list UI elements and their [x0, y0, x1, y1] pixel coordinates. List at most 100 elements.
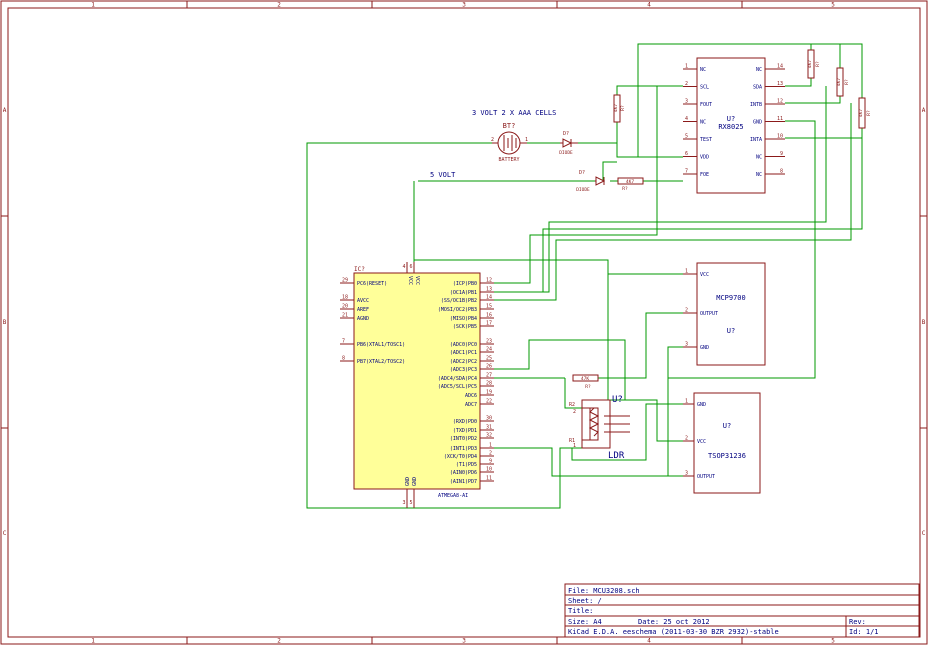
wire-ldr-top — [564, 378, 582, 409]
pin-number: 21 — [342, 313, 348, 319]
resistor-ref: R? — [585, 384, 591, 390]
row-label: C — [3, 530, 7, 537]
pin-name: (MISO)PB4 — [450, 316, 477, 322]
wire-ldr-bottom — [571, 403, 683, 461]
pin-number: 2 — [685, 81, 688, 87]
pin-name: VCC — [414, 276, 420, 285]
pin-number: 5 — [409, 500, 412, 506]
pin-number: 7 — [685, 169, 688, 175]
pin-number: 10 — [486, 467, 492, 473]
diode-2: D? DIODE — [576, 170, 606, 193]
pin-name: GND — [753, 120, 762, 126]
title-sheet: Sheet: / — [568, 597, 602, 605]
pin-number: 28 — [486, 381, 492, 387]
pin-number: 18 — [342, 295, 348, 301]
pin-number: 2 — [489, 451, 492, 457]
ir-ref: U? — [723, 422, 731, 430]
pin-number: 6 — [409, 264, 412, 270]
pin-number: 3 — [685, 471, 688, 477]
column-label: 4 — [647, 2, 651, 9]
pin-name: NC — [700, 67, 706, 73]
resistor-value: 4K7 — [613, 104, 619, 112]
pin-number: 23 — [486, 339, 492, 345]
pin: 28(ADC5/SCL)PC5 — [438, 381, 494, 390]
pin-name: AVCC — [357, 298, 369, 304]
pin-number: 20 — [342, 304, 348, 310]
pin-name: (AIN0)PD6 — [450, 470, 477, 476]
pin-number: 30 — [486, 416, 492, 422]
resistor-ref: R? — [844, 79, 850, 85]
pin-number: 1 — [685, 269, 688, 275]
pin-name: GND — [697, 402, 706, 408]
resistor-ref: R? — [866, 110, 872, 116]
wire-temp-out — [598, 312, 683, 379]
diode-1: D? DIODE — [559, 131, 578, 156]
column-label: 2 — [277, 638, 281, 645]
row-label: B — [922, 319, 926, 326]
pin: 31(TXD)PD1 — [453, 425, 494, 434]
battery-pin: 1 — [525, 137, 528, 143]
wire-rtc-gnd — [668, 120, 816, 379]
pin-number: 10 — [777, 134, 783, 140]
title-id: Id: 1/1 — [849, 628, 879, 636]
ldr: U? LDR R2 R1 2 1 — [569, 395, 630, 461]
pin-name: FOE — [700, 172, 709, 178]
pin: 13(OC1A)PB1 — [450, 287, 494, 296]
pin-number: 5 — [685, 134, 688, 140]
pin-number: 24 — [486, 347, 492, 353]
pin: 5 GND — [409, 477, 418, 508]
pin: 16 (MISO)PB4 — [450, 313, 494, 322]
mcu-chip: IC? ATMEGA8-AI 29PC6(RESET)18AVCC20AREF2… — [340, 262, 494, 508]
pin-name: NC — [756, 172, 762, 178]
pin-name: NC — [756, 67, 762, 73]
pin-name: NC — [756, 155, 762, 161]
pin-number: 31 — [486, 425, 492, 431]
pin-name: VCC — [700, 272, 709, 278]
title-rev: Rev: — [849, 618, 866, 626]
pin: 32(INT0)PD2 — [450, 433, 494, 442]
row-label: A — [922, 107, 926, 114]
pin-number: 9 — [489, 459, 492, 465]
pin: 17(SCK)PB5 — [453, 321, 494, 330]
pin-number: 1 — [685, 64, 688, 70]
pin-number: 3 — [685, 342, 688, 348]
column-label: 1 — [91, 2, 95, 9]
rtc-ref: U? — [727, 115, 735, 123]
pin: 2(XCK/T0)PD4 — [444, 451, 494, 460]
pin-number: 16 — [486, 313, 492, 319]
wires — [306, 43, 863, 509]
pin-name: GND — [412, 477, 418, 486]
pin-number: 4 — [402, 264, 405, 270]
pin: 15(MOSI/OC2)PB3 — [438, 304, 494, 313]
column-label: 2 — [277, 2, 281, 9]
temp-ref: U? — [727, 327, 735, 335]
pin-name: (MOSI/OC2)PB3 — [438, 307, 477, 313]
column-label: 1 — [91, 638, 95, 645]
pin-name: OUTPUT — [700, 311, 718, 317]
pin-name: PB6(XTAL1/TOSC1) — [357, 342, 405, 348]
pin-name: (ADC2)PC2 — [450, 359, 477, 365]
wire-ir-vcc — [608, 399, 683, 442]
pin-name: GND — [405, 477, 411, 486]
pin-number: 2 — [685, 436, 688, 442]
pin-name: VDD — [700, 155, 709, 161]
resistor-value: 4K7 — [626, 179, 634, 185]
rtc-value: RX8025 — [718, 123, 743, 131]
pin-name: INTB — [750, 102, 762, 108]
row-label: C — [922, 530, 926, 537]
diode-ref: D? — [579, 170, 585, 176]
